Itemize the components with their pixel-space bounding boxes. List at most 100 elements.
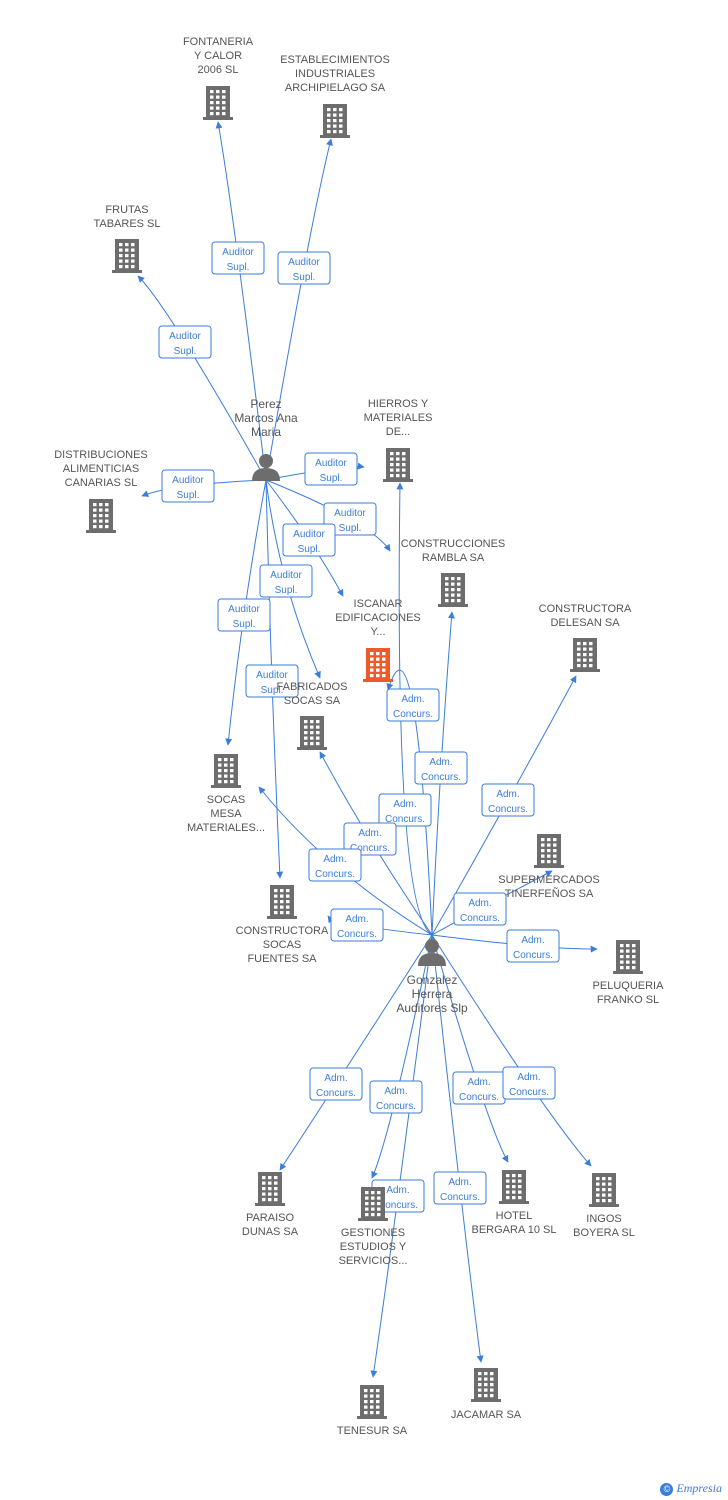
node-label-line: Maria bbox=[251, 425, 281, 439]
edge-label-line: Auditor bbox=[288, 257, 320, 268]
person-icon[interactable] bbox=[252, 454, 280, 481]
edge-label-line: Concurs. bbox=[421, 772, 461, 783]
edge-label-box bbox=[211, 241, 265, 275]
node-socasmesa[interactable]: SOCASMESAMATERIALES... bbox=[187, 754, 265, 834]
node-label-line: DISTRIBUCIONES bbox=[54, 449, 148, 461]
edge-label[interactable]: Adm.Concurs. bbox=[309, 1067, 363, 1101]
edge-label-line: Concurs. bbox=[376, 1101, 416, 1112]
building-icon[interactable] bbox=[297, 716, 327, 750]
building-icon[interactable] bbox=[267, 885, 297, 919]
person-icon[interactable] bbox=[418, 939, 446, 966]
node-label-line: HOTEL bbox=[496, 1210, 533, 1222]
node-label-line: SERVICIOS... bbox=[339, 1255, 408, 1267]
edge-label-box bbox=[414, 751, 468, 785]
edge-label-line: Adm. bbox=[517, 1072, 540, 1083]
building-icon[interactable] bbox=[86, 499, 116, 533]
edge-label-line: Adm. bbox=[358, 828, 381, 839]
edge-label-box bbox=[506, 929, 560, 963]
building-icon[interactable] bbox=[613, 940, 643, 974]
edge-label-line: Auditor bbox=[256, 670, 288, 681]
building-icon[interactable] bbox=[570, 638, 600, 672]
building-icon[interactable] bbox=[363, 648, 393, 682]
edge-label[interactable]: Adm.Concurs. bbox=[343, 822, 397, 856]
node-hierros[interactable]: HIERROS YMATERIALESDE... bbox=[364, 398, 433, 482]
edge-label[interactable]: Adm.Concurs. bbox=[433, 1171, 487, 1205]
edge-label-line: Supl. bbox=[339, 523, 362, 534]
building-icon[interactable] bbox=[589, 1173, 619, 1207]
node-jacamar[interactable]: JACAMAR SA bbox=[451, 1368, 522, 1421]
edge-label[interactable]: Adm.Concurs. bbox=[414, 751, 468, 785]
edge-label[interactable]: Adm.Concurs. bbox=[452, 1071, 506, 1105]
edge-label[interactable]: Adm.Concurs. bbox=[386, 688, 440, 722]
node-establecimientos[interactable]: ESTABLECIMIENTOSINDUSTRIALESARCHIPIELAGO… bbox=[280, 54, 390, 138]
edge-label[interactable]: Adm.Concurs. bbox=[502, 1066, 556, 1100]
node-iscanar[interactable]: ISCANAREDIFICACIONESY... bbox=[335, 598, 421, 682]
building-icon[interactable] bbox=[203, 86, 233, 120]
edge-label[interactable]: Adm.Concurs. bbox=[378, 793, 432, 827]
node-tenesur[interactable]: TENESUR SA bbox=[337, 1385, 408, 1437]
edge-label[interactable]: Adm.Concurs. bbox=[506, 929, 560, 963]
building-icon[interactable] bbox=[534, 834, 564, 868]
building-icon[interactable] bbox=[255, 1172, 285, 1206]
building-icon[interactable] bbox=[471, 1368, 501, 1402]
building-icon[interactable] bbox=[358, 1187, 388, 1221]
edge-gonzalez-gestiones bbox=[371, 934, 433, 1179]
building-icon[interactable] bbox=[211, 754, 241, 788]
edge-label-box bbox=[343, 822, 397, 856]
edge-label[interactable]: Adm.Concurs. bbox=[330, 908, 384, 942]
edge-label-line: Adm. bbox=[324, 1073, 347, 1084]
node-label-line: INGOS bbox=[586, 1213, 621, 1225]
edge-labels-layer: AuditorSupl.AuditorSupl.AuditorSupl.Audi… bbox=[158, 241, 560, 1213]
edge-label-line: Supl. bbox=[261, 685, 284, 696]
brand-footer[interactable]: ©Empresia bbox=[660, 1481, 722, 1496]
edge-label[interactable]: Adm.Concurs. bbox=[481, 783, 535, 817]
building-icon[interactable] bbox=[383, 448, 413, 482]
building-icon[interactable] bbox=[112, 239, 142, 273]
node-label-line: 2006 SL bbox=[198, 64, 239, 76]
node-hotel[interactable]: HOTEL BERGARA 10 SL bbox=[472, 1170, 557, 1236]
node-label-line: BERGARA 10 SL bbox=[472, 1224, 557, 1236]
edge-label[interactable]: Adm.Concurs. bbox=[308, 848, 362, 882]
edge-label-box bbox=[304, 452, 358, 486]
edge-label-line: Concurs. bbox=[459, 1092, 499, 1103]
node-label-line: FRUTAS bbox=[105, 204, 148, 216]
edge-perez-frutas bbox=[137, 275, 267, 481]
edge-label[interactable]: Adm.Concurs. bbox=[369, 1080, 423, 1114]
node-label-line: MATERIALES... bbox=[187, 822, 265, 834]
edge-label-box bbox=[309, 1067, 363, 1101]
edge-label-box bbox=[158, 325, 212, 359]
building-icon[interactable] bbox=[438, 573, 468, 607]
edge-label[interactable]: Adm.Concurs. bbox=[453, 892, 507, 926]
building-icon[interactable] bbox=[499, 1170, 529, 1204]
node-label-line: MATERIALES bbox=[364, 412, 433, 424]
edge-label-line: Concurs. bbox=[460, 913, 500, 924]
building-icon[interactable] bbox=[357, 1385, 387, 1419]
node-label-line: FONTANERIA bbox=[183, 36, 254, 48]
building-icon[interactable] bbox=[320, 104, 350, 138]
